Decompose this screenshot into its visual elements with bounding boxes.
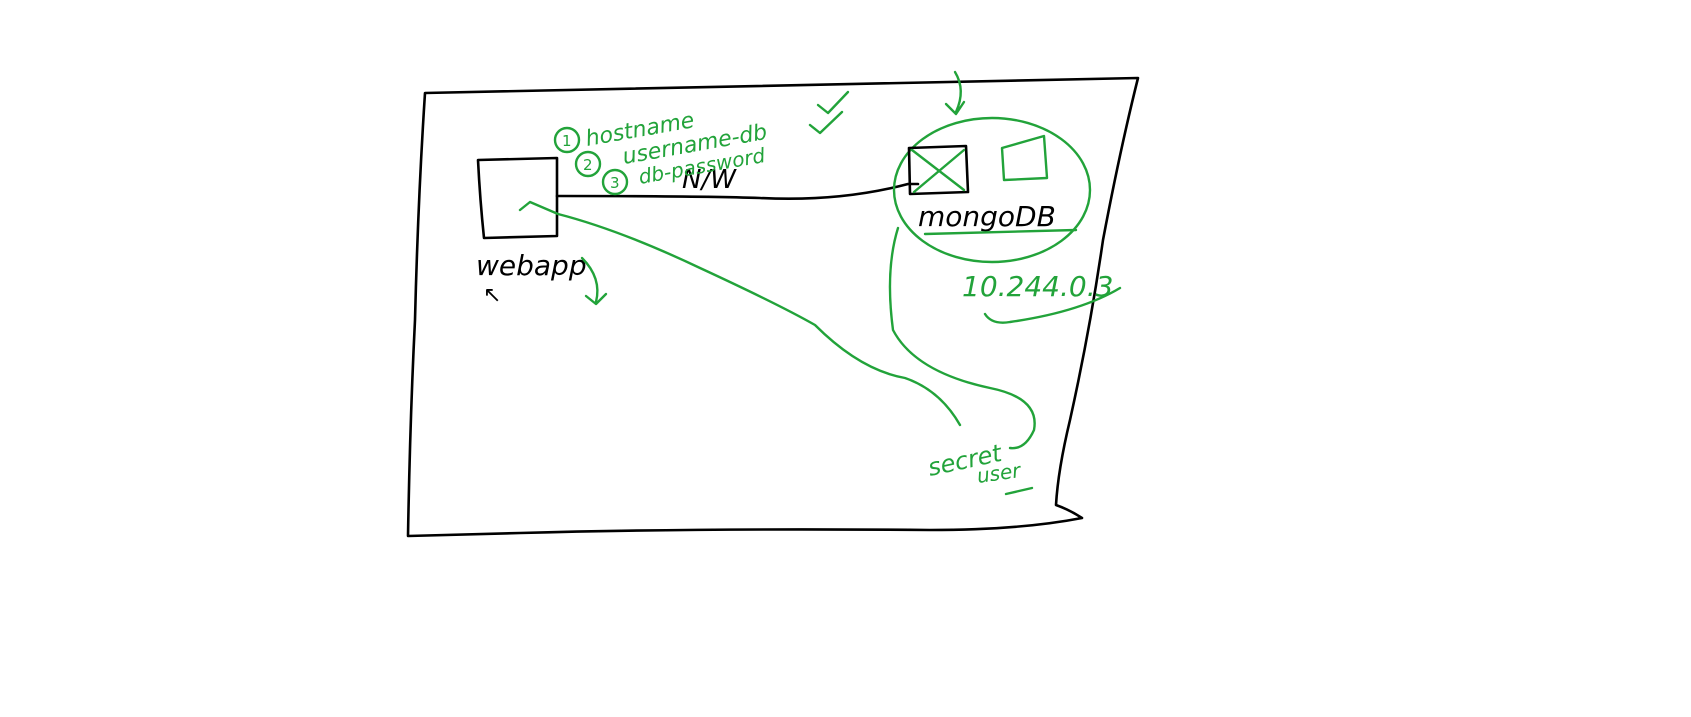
webapp-node: webapp ↖ — [476, 156, 608, 308]
user-label: user — [975, 458, 1023, 488]
credential-num: 1 — [562, 132, 572, 150]
mongodb-node: mongoDB 10.244.0.3 — [892, 70, 1122, 324]
credential-num: 2 — [583, 156, 593, 174]
ip-underline — [983, 286, 1122, 324]
webapp-sublabel: ↖ — [483, 283, 501, 308]
mongodb-circle — [892, 116, 1092, 264]
network-link — [555, 182, 920, 201]
credential-num-circle — [601, 168, 629, 196]
check-mark — [816, 90, 850, 115]
cluster-boundary — [406, 76, 1140, 538]
mongodb-box-cross — [910, 148, 966, 194]
credential-num: 3 — [610, 174, 620, 192]
mongodb-ip: 10.244.0.3 — [962, 270, 1113, 303]
check-mark — [808, 110, 844, 135]
webapp-label: webapp — [476, 249, 587, 282]
mongodb-to-secret-curve — [888, 226, 1036, 450]
mongodb-underline — [923, 228, 1078, 236]
network-label: N/W — [682, 165, 737, 195]
replacement-box — [1000, 134, 1049, 182]
credentials-list: 1 hostname 2 username-db 3 db-password — [553, 90, 850, 196]
user-underline — [1004, 486, 1034, 496]
credential-num-circle — [574, 150, 602, 178]
credential-num-circle — [553, 126, 581, 154]
mongodb-box — [907, 144, 970, 196]
webapp-box — [476, 156, 559, 240]
mongodb-label: mongoDB — [918, 200, 1056, 233]
webapp-arrow — [580, 256, 608, 306]
webapp-to-secret-curve — [518, 200, 962, 427]
mongodb-arrow — [944, 70, 966, 116]
